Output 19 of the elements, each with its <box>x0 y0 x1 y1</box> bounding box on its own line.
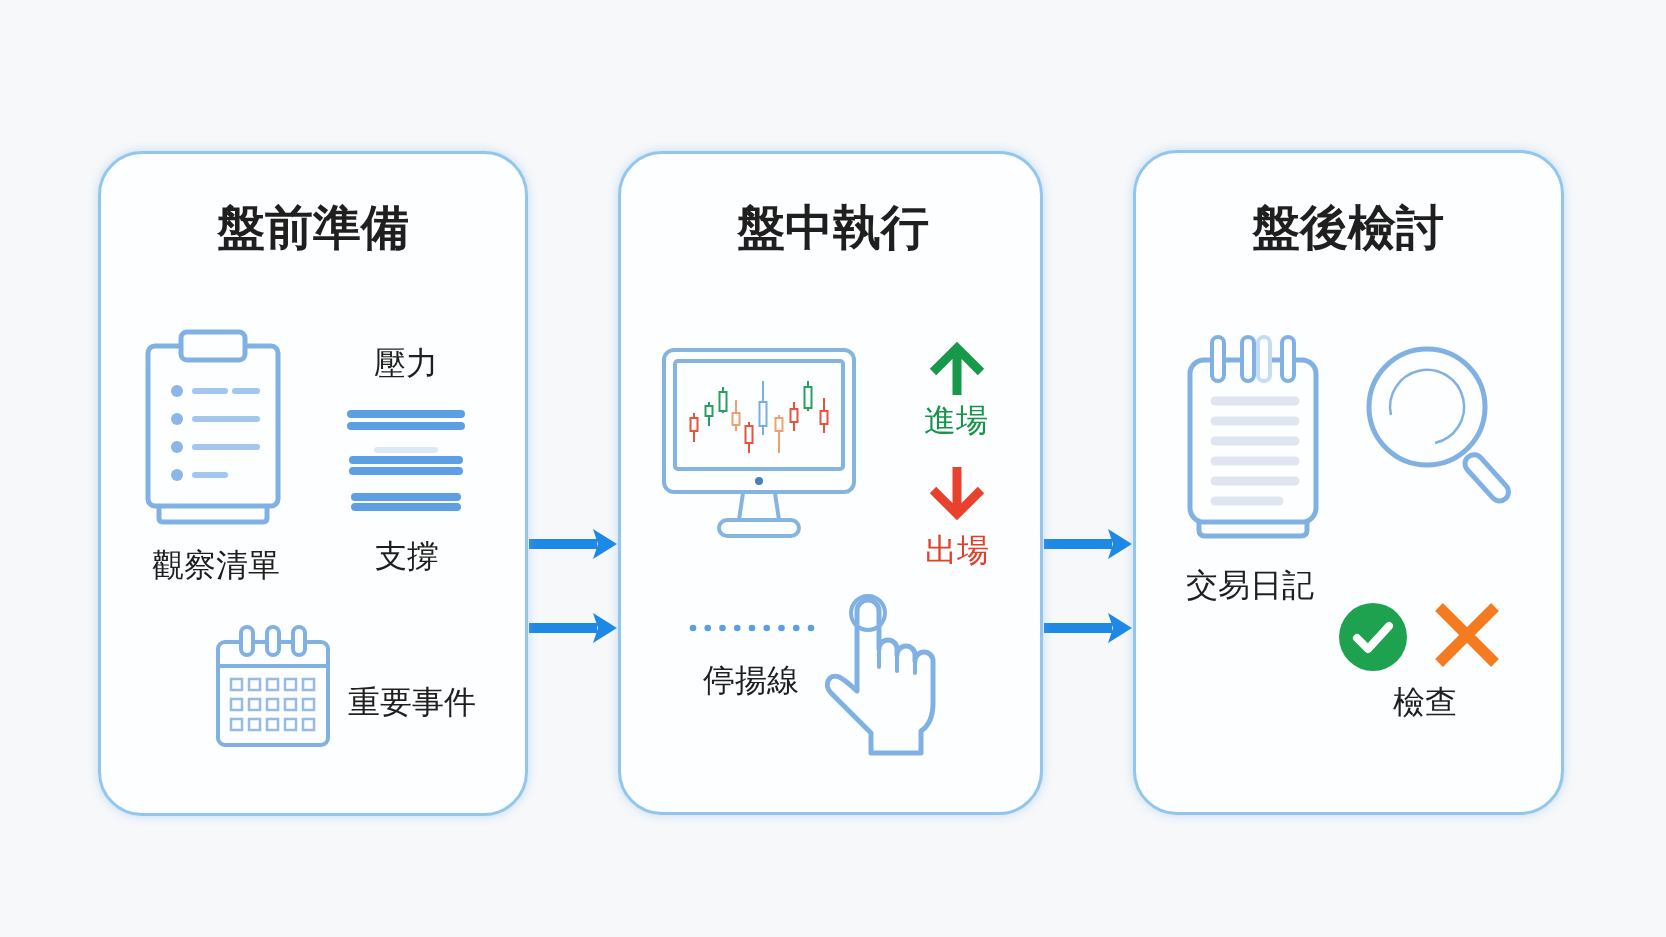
item-label: 交易日記 <box>1186 566 1314 605</box>
item-label: 觀察清單 <box>152 546 280 585</box>
item-label: 檢查 <box>1393 683 1457 722</box>
stage-title: 盤中執行 <box>737 199 929 257</box>
stage-panel <box>98 151 528 816</box>
stage-title: 盤後檢討 <box>1252 199 1444 257</box>
arrow <box>1044 529 1132 559</box>
arrow <box>529 529 617 559</box>
stage-panel <box>618 151 1043 815</box>
stage-panel <box>1133 150 1564 815</box>
item-label: 壓力 <box>374 344 438 383</box>
stage-title: 盤前準備 <box>217 199 409 257</box>
arrow <box>529 613 617 643</box>
item-label: 進場 <box>924 401 988 440</box>
item-label: 出場 <box>925 531 989 570</box>
arrow <box>1044 613 1132 643</box>
item-label: 停揚線 <box>703 661 799 700</box>
item-label: 支撐 <box>375 537 439 576</box>
item-label: 重要事件 <box>348 683 476 722</box>
